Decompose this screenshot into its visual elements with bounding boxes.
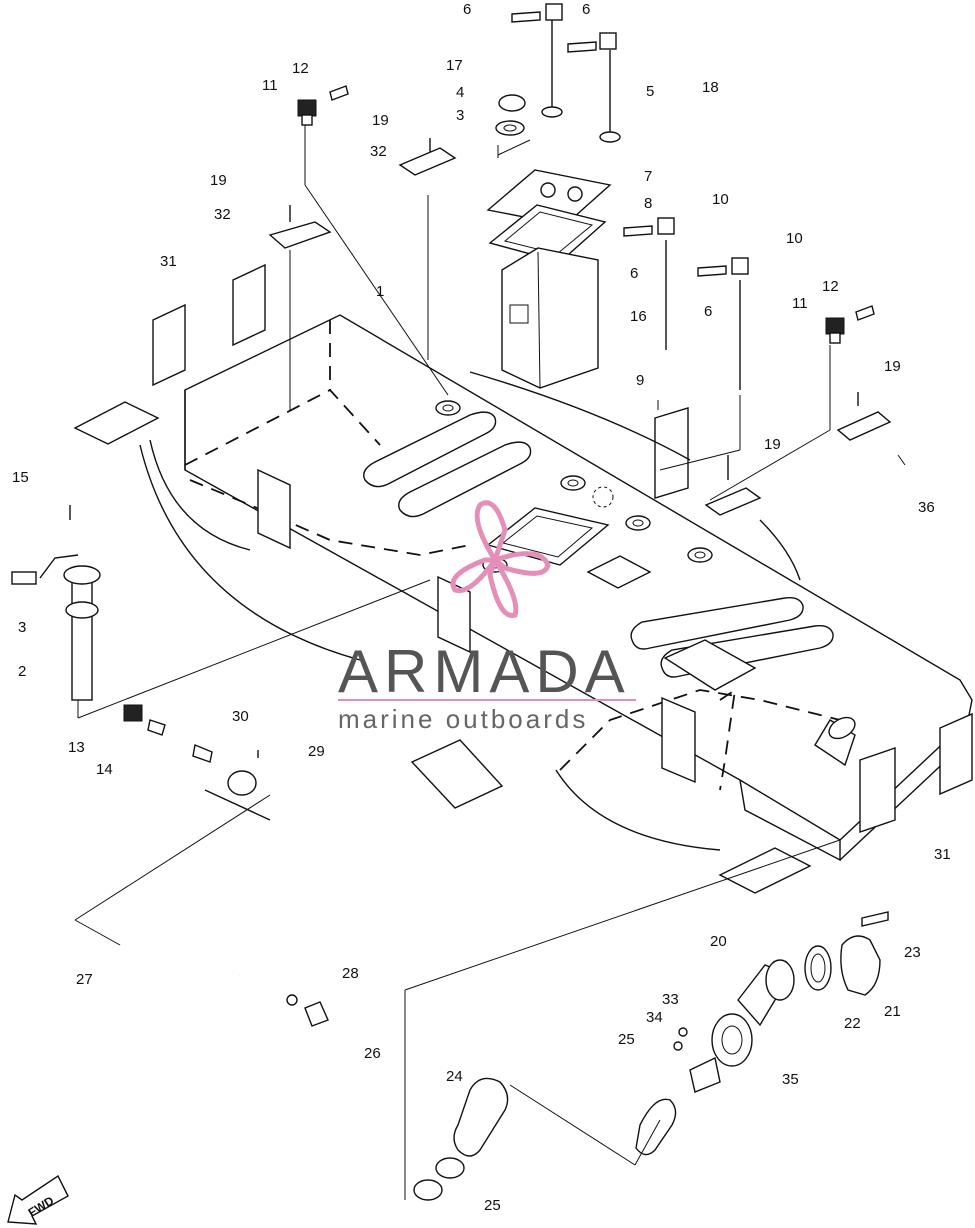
callout-26: 26 [364,1045,381,1062]
callout-12: 12 [292,60,309,77]
callout-23: 23 [904,944,921,961]
watermark-tagline: marine outboards [338,704,588,734]
callout-3: 3 [18,619,26,636]
callout-11: 11 [262,77,278,94]
callout-7: 7 [644,168,652,185]
assembly-arrows [139,371,801,851]
fuel-pickup-tube [11,505,101,701]
callout-labels: 1 2 3 3 4 5 6 6 6 6 7 8 9 10 10 11 11 12… [12,1,951,1214]
callout-15: 15 [12,469,29,486]
callout-34: 34 [646,1009,663,1026]
callout-31: 31 [934,846,951,863]
callout-19: 19 [764,436,781,453]
callout-4: 4 [456,84,464,101]
callout-1: 1 [376,283,384,300]
callout-9: 9 [636,372,644,389]
callout-25: 25 [484,1197,501,1214]
sender-gauge-parts [495,3,621,143]
callout-22: 22 [844,1015,861,1032]
callout-13: 13 [68,739,85,756]
mount-brackets [268,138,892,516]
callout-25: 25 [618,1031,635,1048]
callout-24: 24 [446,1068,463,1085]
tank-outlet-nozzle [814,716,856,767]
fuel-sender-unit [486,169,612,389]
callout-8: 8 [644,195,652,212]
callout-27: 27 [76,971,93,988]
callout-5: 5 [646,83,654,100]
callout-29: 29 [308,743,325,760]
callout-6: 6 [704,303,712,320]
callout-35: 35 [782,1071,799,1088]
callout-32: 32 [214,206,231,223]
callout-30: 30 [232,708,249,725]
callout-6: 6 [582,1,590,18]
watermark-brand: ARMADA [338,638,631,705]
level-sensors [657,217,749,390]
callout-19: 19 [372,112,389,129]
callout-20: 20 [710,933,727,950]
callout-36: 36 [918,499,935,516]
callout-12: 12 [822,278,839,295]
callout-3: 3 [456,107,464,124]
sender-mount-plate [486,507,610,566]
filler-neck-assembly [413,911,889,1201]
lower-fittings [123,704,259,796]
leader-lines [74,125,906,1200]
callout-16: 16 [630,308,647,325]
propeller-logo [450,500,551,618]
forward-arrow: FWD [7,1174,69,1225]
tank-handle [118,901,329,1027]
fuel-tank-body [184,314,973,862]
callout-19: 19 [884,358,901,375]
armada-watermark: ARMADA marine outboards [338,500,636,734]
callout-19: 19 [210,172,227,189]
callout-2: 2 [18,663,26,680]
callout-18: 18 [702,79,719,96]
callout-17: 17 [446,57,463,74]
callout-6: 6 [463,1,471,18]
callout-10: 10 [712,191,729,208]
callout-11: 11 [792,295,808,312]
foam-pads [73,263,973,894]
callout-28: 28 [342,965,359,982]
callout-21: 21 [884,1003,901,1020]
callout-6: 6 [630,265,638,282]
callout-14: 14 [96,761,113,778]
connectors-and-bolts [297,11,875,344]
callout-10: 10 [786,230,803,247]
callout-32: 32 [370,143,387,160]
callout-33: 33 [662,991,679,1008]
callout-31: 31 [160,253,177,270]
